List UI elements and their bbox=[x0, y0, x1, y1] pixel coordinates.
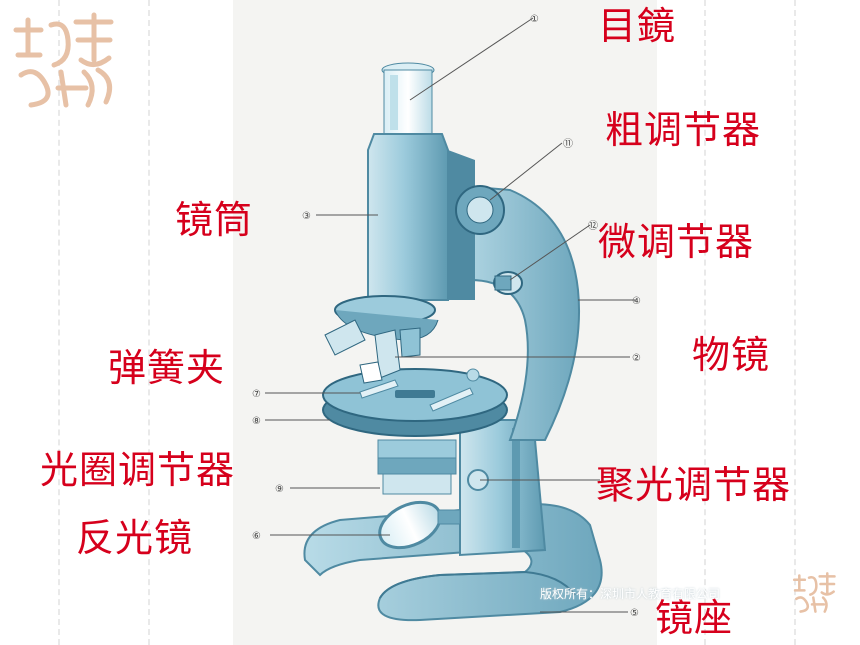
pillar bbox=[459, 419, 547, 557]
condenser bbox=[377, 439, 457, 495]
mirror bbox=[378, 500, 461, 550]
marker: ⑪ bbox=[563, 138, 573, 150]
marker: ③ bbox=[302, 211, 311, 222]
marker: ② bbox=[632, 353, 641, 364]
eyepiece bbox=[381, 62, 435, 135]
dashed-guide bbox=[704, 0, 706, 645]
marker: ⑫ bbox=[588, 220, 598, 232]
marker: ① bbox=[530, 14, 539, 25]
label-base: 镜座 bbox=[655, 596, 734, 640]
leader-lines bbox=[265, 17, 635, 613]
dashed-guide bbox=[794, 0, 796, 645]
marker: ⑧ bbox=[252, 416, 261, 427]
label-condenser: 聚光调节器 bbox=[596, 463, 792, 507]
stage bbox=[322, 368, 508, 437]
marker: ⑨ bbox=[275, 484, 284, 495]
label-coarse-adjustment: 粗调节器 bbox=[605, 108, 762, 152]
marker: ④ bbox=[632, 296, 641, 307]
dashed-guide bbox=[58, 0, 60, 645]
dashed-guide bbox=[148, 0, 150, 645]
label-tube: 镜筒 bbox=[175, 198, 254, 242]
jixiang-seal-icon bbox=[792, 572, 836, 613]
label-eyepiece: 目鏡 bbox=[598, 4, 677, 48]
jixiang-seal-icon bbox=[13, 12, 114, 108]
coarse-knob-icon bbox=[455, 185, 505, 235]
copyright-text: 版权所有：深圳市人教育有限公司 bbox=[540, 587, 721, 601]
marker: ⑦ bbox=[252, 389, 261, 400]
marker-group: ① ⑪ ③ ⑫ ④ ② ⑦ ⑧ ⑨ ⑥ ⑤ bbox=[252, 14, 641, 619]
objective-lens bbox=[324, 319, 421, 384]
fine-knob-icon bbox=[493, 271, 523, 295]
marker: ⑤ bbox=[630, 608, 639, 619]
label-spring-clip: 弹簧夹 bbox=[108, 346, 226, 390]
marker: ⑥ bbox=[252, 531, 261, 542]
label-fine-adjustment: 微调节器 bbox=[598, 220, 755, 264]
label-diaphragm: 光圈调节器 bbox=[40, 448, 236, 492]
label-objective: 物镜 bbox=[692, 333, 771, 377]
label-mirror: 反光镜 bbox=[76, 516, 194, 560]
